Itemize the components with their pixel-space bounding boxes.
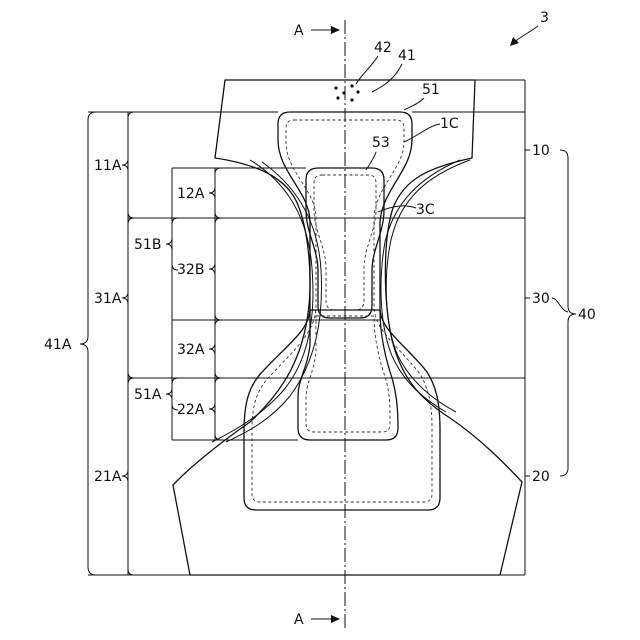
section-label-bottom: A bbox=[294, 612, 304, 628]
figure-ref-label: 3 bbox=[540, 10, 549, 26]
label-40: 40 bbox=[578, 307, 596, 323]
label-1c: 1C bbox=[440, 116, 459, 132]
label-3c: 3C bbox=[416, 202, 435, 218]
leader-51 bbox=[404, 98, 424, 110]
label-20: 20 bbox=[532, 469, 550, 485]
figure-ref-leader bbox=[514, 26, 538, 42]
brace-41a bbox=[80, 112, 96, 575]
leader-1c bbox=[404, 124, 440, 142]
label-31a: 31A bbox=[94, 291, 122, 307]
brace-40 bbox=[560, 150, 576, 476]
label-51b: 51B bbox=[134, 237, 161, 253]
label-32b: 32B bbox=[177, 262, 204, 278]
section-arrowhead-top bbox=[331, 26, 340, 34]
figure-ref-arrowhead bbox=[510, 37, 519, 46]
label-10: 10 bbox=[532, 143, 550, 159]
label-51: 51 bbox=[422, 82, 440, 98]
section-label-top: A bbox=[294, 23, 304, 39]
label-41: 41 bbox=[398, 48, 416, 64]
absorber-core-dashed bbox=[252, 120, 432, 502]
chassis-outline bbox=[173, 80, 522, 575]
label-32a: 32A bbox=[177, 342, 205, 358]
label-51a: 51A bbox=[134, 387, 162, 403]
leader-53 bbox=[366, 152, 376, 170]
label-21a: 21A bbox=[94, 469, 122, 485]
label-41a: 41A bbox=[44, 337, 72, 353]
lower-pad-core-dashed bbox=[306, 316, 390, 432]
section-arrowhead-bottom bbox=[331, 615, 340, 623]
leader-41 bbox=[372, 64, 402, 92]
label-11a: 11A bbox=[94, 158, 122, 174]
label-30: 30 bbox=[532, 291, 550, 307]
absorber-body-outline bbox=[244, 112, 440, 510]
label-42: 42 bbox=[374, 40, 392, 56]
lower-pad-outline bbox=[298, 310, 398, 440]
leg-line-right-inner bbox=[381, 160, 460, 412]
label-12a: 12A bbox=[177, 186, 205, 202]
label-53: 53 bbox=[372, 135, 390, 151]
perforation-dots bbox=[334, 84, 359, 101]
label-22a: 22A bbox=[177, 402, 205, 418]
leader-30-40 bbox=[552, 298, 568, 312]
